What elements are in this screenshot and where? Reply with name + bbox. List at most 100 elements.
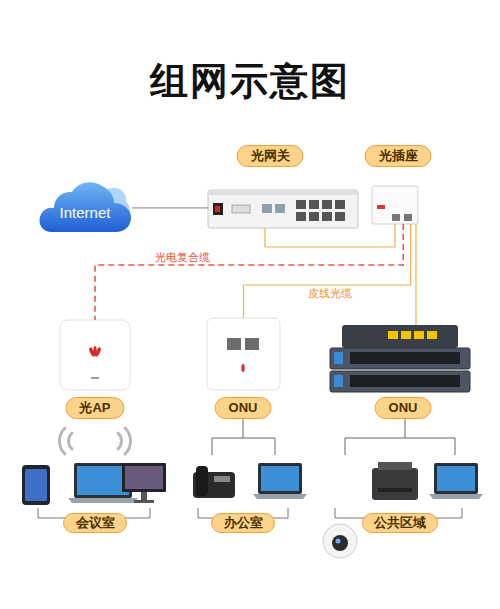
- device-label: 光AP: [65, 397, 124, 419]
- onu-device: [207, 318, 280, 390]
- group-label: 会议室: [63, 513, 127, 533]
- power-switch: [215, 206, 220, 212]
- power-socket: [213, 203, 223, 215]
- wifi-arc: [118, 433, 121, 449]
- status-light: [91, 377, 99, 379]
- handset: [196, 466, 208, 496]
- device-label: ONU: [215, 397, 272, 419]
- gateway-body: [208, 190, 358, 228]
- group-name: 公共区域: [374, 514, 426, 532]
- lan-port: [322, 200, 332, 209]
- phone-display: [214, 476, 230, 482]
- lan-port: [335, 212, 345, 221]
- socket-device: [372, 186, 418, 224]
- laptop-base: [429, 494, 483, 499]
- gateway-node: 光网关: [208, 190, 358, 228]
- socket-body: [372, 186, 418, 224]
- monitor-stand: [141, 492, 147, 500]
- phone: [22, 465, 50, 505]
- device-label: 光网关: [237, 145, 304, 167]
- gateway-top: [208, 190, 358, 195]
- wifi-arc: [59, 428, 65, 454]
- socket-node: 光插座: [372, 186, 418, 224]
- tree-lines: [212, 419, 455, 455]
- switch-ports: [350, 352, 460, 364]
- onu-node: ONU: [207, 318, 280, 390]
- cable-connector: [244, 224, 411, 318]
- logo-petal: [241, 364, 244, 372]
- laptop-screen: [77, 466, 129, 495]
- device-label: 光插座: [365, 145, 432, 167]
- group-name: 办公室: [224, 514, 263, 532]
- onu-node: ONU: [330, 325, 470, 392]
- socket-port: [404, 214, 412, 221]
- lan-port: [322, 212, 332, 221]
- logo-petal: [94, 347, 102, 358]
- onu-stack: [330, 325, 470, 392]
- logo-petal: [93, 346, 96, 356]
- cloud-node: Internet: [38, 176, 132, 234]
- modem-port: [401, 331, 411, 339]
- console-port: [232, 205, 250, 213]
- switch-badge: [334, 352, 343, 364]
- switch-badge: [334, 375, 343, 387]
- tree-line: [345, 419, 455, 455]
- sfp-port: [275, 204, 285, 213]
- cable-connector: [132, 207, 208, 208]
- socket-port: [392, 214, 400, 221]
- modem-port: [427, 331, 437, 339]
- laptop: [258, 463, 302, 494]
- cable-connector: [265, 224, 395, 247]
- group-label: 公共区域: [362, 513, 438, 533]
- wifi-symbol: [59, 428, 130, 454]
- wifi-arc: [125, 428, 131, 454]
- printer: [372, 468, 418, 500]
- terminal-devices: [22, 462, 483, 558]
- cable-label: 光电复合缆: [155, 250, 210, 265]
- onu-body: [207, 318, 280, 390]
- ethernet-port: [227, 338, 241, 350]
- switch-body: [330, 371, 470, 392]
- laptop-base: [68, 498, 138, 503]
- laptop-screen: [261, 466, 299, 491]
- laptop: [434, 463, 478, 494]
- lan-port: [309, 200, 319, 209]
- logo-petal: [88, 347, 96, 358]
- switch-ports: [350, 375, 460, 387]
- sfp-port: [262, 204, 272, 213]
- camera-lens: [332, 535, 348, 551]
- cloud-label: Internet: [38, 204, 132, 221]
- monitor-screen: [125, 466, 163, 489]
- lan-port: [309, 212, 319, 221]
- modem-port: [388, 331, 398, 339]
- modem-body: [342, 325, 458, 348]
- ap-node: 光AP: [60, 320, 130, 390]
- lan-port: [296, 212, 306, 221]
- camera-glint: [336, 539, 341, 544]
- wifi-arc: [69, 433, 72, 449]
- laptop-screen: [437, 466, 475, 491]
- phone-screen: [25, 469, 47, 501]
- modem-port: [414, 331, 424, 339]
- lan-port: [296, 200, 306, 209]
- group-label: 办公室: [211, 513, 275, 533]
- switch-body: [330, 348, 470, 369]
- cable-label: 皮线光缆: [308, 286, 352, 301]
- device-label: ONU: [375, 397, 432, 419]
- laptop-base: [253, 494, 307, 499]
- diagram-title: 组网示意图: [0, 56, 500, 107]
- monitor: [122, 463, 166, 492]
- tree-line: [212, 419, 275, 455]
- monitor-stand: [134, 500, 154, 503]
- ethernet-port: [245, 338, 259, 350]
- ap-device: [60, 320, 130, 390]
- lan-port: [335, 200, 345, 209]
- printer-tray: [378, 462, 412, 470]
- group-name: 会议室: [76, 514, 115, 532]
- ap-body: [60, 320, 130, 390]
- printer-slot: [378, 488, 412, 492]
- brand-mark: [377, 205, 385, 209]
- cable-connector: [95, 224, 403, 320]
- cable-connector: [415, 224, 416, 325]
